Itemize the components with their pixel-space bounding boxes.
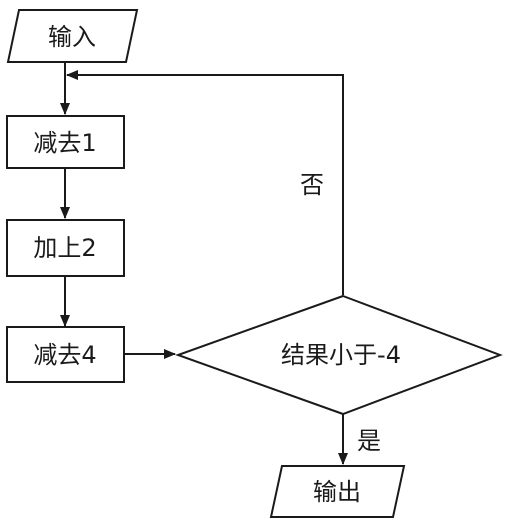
decision-label: 结果小于-4 — [281, 341, 401, 369]
yes-branch-label: 是 — [357, 427, 381, 455]
arrow-no-loop-back — [66, 70, 344, 295]
output-node: 输出 — [269, 465, 406, 518]
output-label: 输出 — [313, 478, 361, 506]
add-2-node: 加上2 — [6, 219, 125, 277]
subtract-4-node: 减去4 — [6, 326, 125, 383]
no-branch-label: 否 — [300, 171, 324, 199]
decision-node: 结果小于-4 — [175, 294, 503, 416]
input-node: 输入 — [6, 9, 139, 63]
subtract-1-label: 减去1 — [33, 129, 96, 157]
subtract-1-node: 减去1 — [6, 115, 125, 169]
input-label: 输入 — [48, 23, 96, 51]
subtract-4-label: 减去4 — [33, 341, 96, 369]
add-2-label: 加上2 — [33, 234, 96, 262]
